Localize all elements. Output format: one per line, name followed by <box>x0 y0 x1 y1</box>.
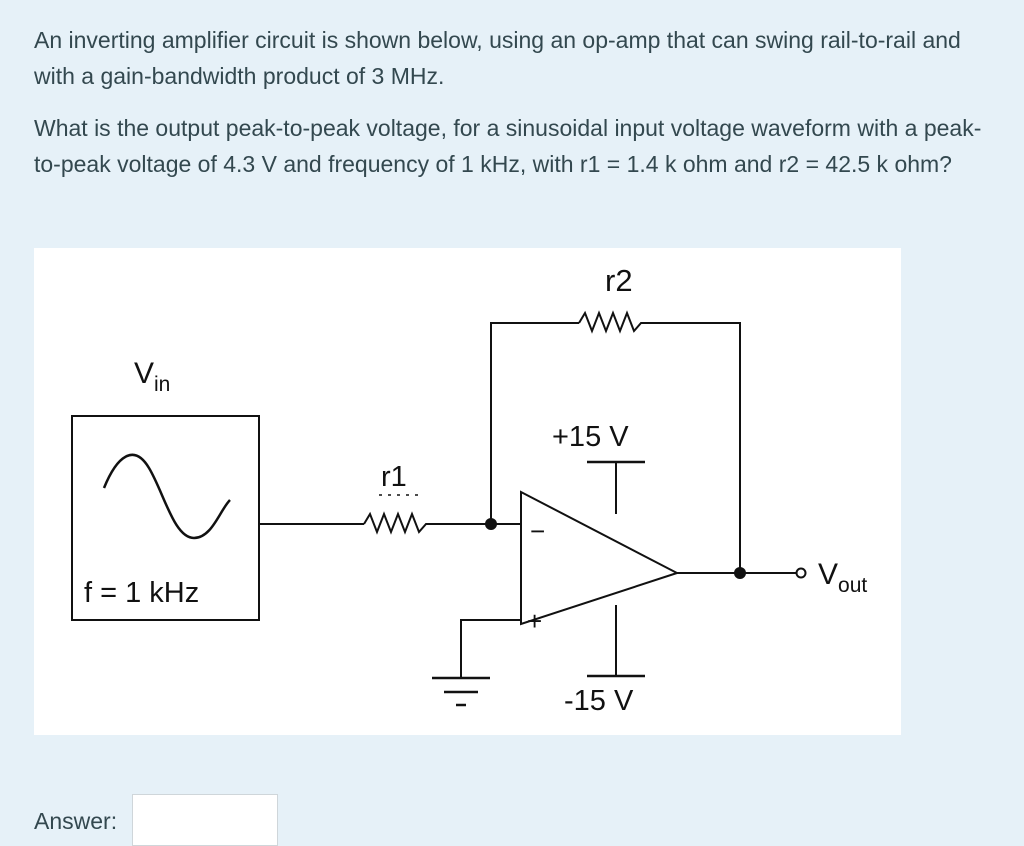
answer-input[interactable] <box>132 794 278 846</box>
question-paragraph-2: What is the output peak-to-peak voltage,… <box>34 115 982 177</box>
r1-resistor-symbol <box>363 511 438 535</box>
source-frequency-label: f = 1 kHz <box>84 577 199 609</box>
circuit-diagram: Vin f = 1 kHz r1 r2 − + +15 V -15 V <box>34 248 901 735</box>
output-node-dot <box>734 567 746 579</box>
positive-supply-label: +15 V <box>552 421 629 453</box>
sine-wave-icon <box>102 453 231 540</box>
feedback-wire-right <box>654 322 741 573</box>
negative-supply-label: -15 V <box>564 685 634 717</box>
r2-resistor-symbol <box>578 310 654 334</box>
signal-source-box <box>71 415 260 621</box>
answer-label: Answer: <box>34 808 118 834</box>
op-amp-triangle <box>520 490 680 626</box>
vout-label: Vout <box>818 558 867 597</box>
r1-label: r1 <box>381 461 407 493</box>
r2-label: r2 <box>605 263 633 298</box>
noninverting-input-sign: + <box>527 606 542 636</box>
feedback-wire-left <box>490 322 579 524</box>
noninverting-ground-wire <box>460 619 521 678</box>
inverting-input-sign: − <box>530 516 545 546</box>
vin-label: Vin <box>134 357 170 396</box>
question-paragraph-1: An inverting amplifier circuit is shown … <box>34 27 961 89</box>
output-terminal <box>795 567 807 579</box>
